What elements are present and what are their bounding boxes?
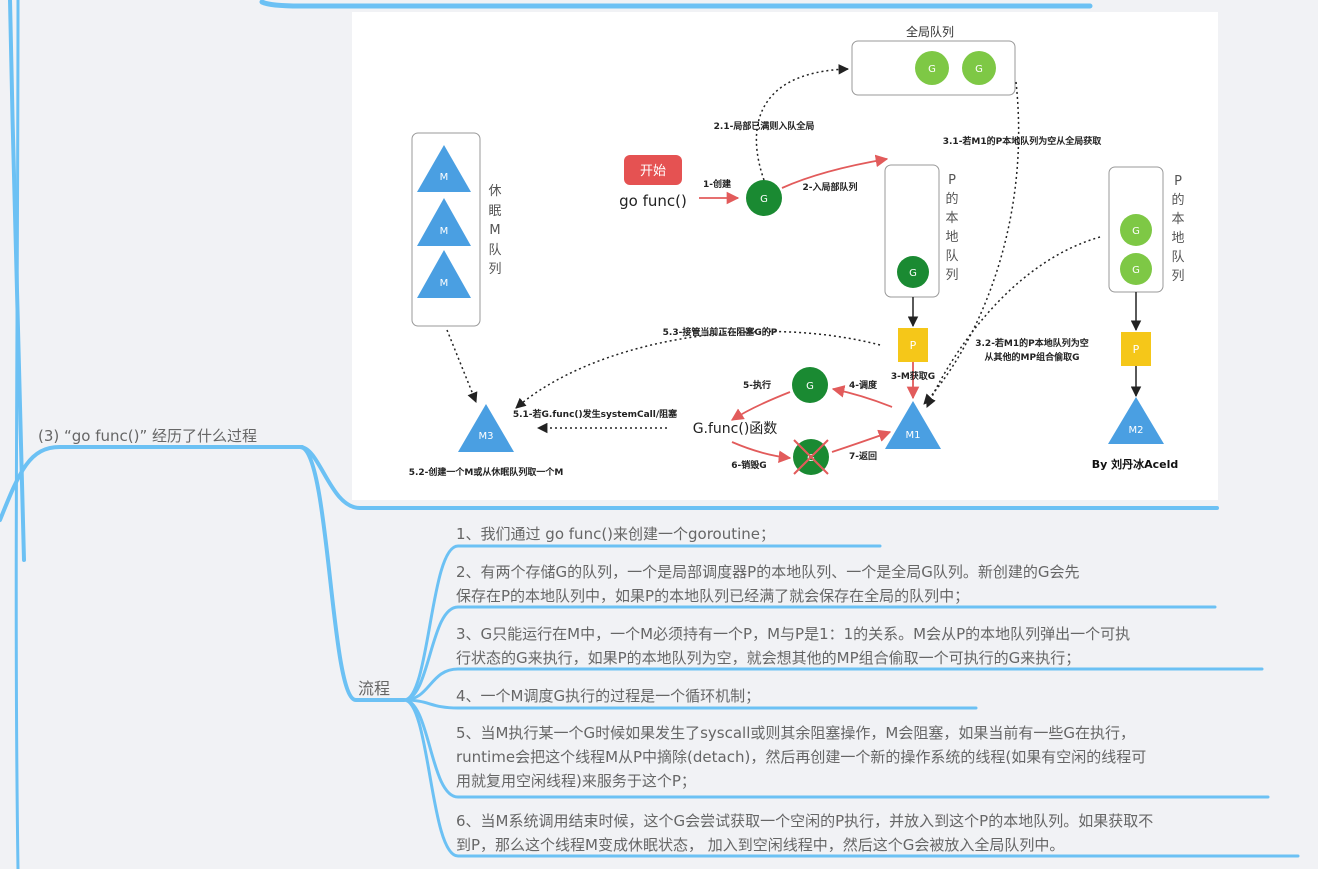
g-local-p1: G — [897, 256, 929, 288]
author-credit: By 刘丹冰Aceld — [1092, 457, 1179, 471]
svg-text:的: 的 — [945, 191, 958, 207]
svg-text:地: 地 — [1171, 231, 1184, 246]
g-global-2: G — [962, 51, 996, 85]
svg-text:G: G — [1132, 265, 1140, 276]
p2-processor: P — [1121, 332, 1151, 366]
gmp-diagram-image[interactable]: 全局队列 G G M M M 休 眠 M 队 列 开始 go func() 1-… — [352, 12, 1218, 500]
svg-text:P: P — [910, 339, 917, 352]
svg-text:P: P — [948, 173, 956, 188]
svg-text:3.2-若M1的P本地队列为空: 3.2-若M1的P本地队列为空 — [975, 337, 1089, 349]
svg-text:2-入局部队列: 2-入局部队列 — [803, 181, 858, 193]
g-global-1: G — [915, 51, 949, 85]
svg-text:P: P — [1174, 174, 1182, 189]
svg-text:M3: M3 — [479, 431, 494, 442]
svg-text:2.1-局部已满则入队全局: 2.1-局部已满则入队全局 — [714, 120, 815, 132]
go-func-label: go func() — [619, 192, 687, 210]
svg-text:从其他的MP组合偷取G: 从其他的MP组合偷取G — [985, 351, 1080, 363]
step-1[interactable]: 1、我们通过 go func()来创建一个goroutine； — [456, 525, 776, 543]
svg-text:队: 队 — [1171, 250, 1184, 265]
start-badge — [624, 155, 682, 185]
svg-text:1-创建: 1-创建 — [703, 178, 732, 190]
m-sleep-2: M — [417, 198, 471, 246]
svg-text:G: G — [909, 268, 917, 279]
svg-text:G: G — [928, 64, 936, 75]
svg-text:G: G — [1132, 226, 1140, 237]
svg-text:M: M — [440, 278, 449, 289]
step-2[interactable]: 2、有两个存储G的队列，一个是局部调度器P的本地队列、一个是全局G队列。新创建的… — [456, 563, 1080, 605]
svg-text:7-返回: 7-返回 — [849, 450, 877, 462]
global-queue-label: 全局队列 — [906, 24, 954, 39]
svg-text:G: G — [760, 194, 768, 205]
connector-topic-sub — [298, 445, 406, 702]
connector-topic — [0, 445, 304, 522]
g-executing: G — [792, 367, 828, 403]
svg-text:3-M获取G: 3-M获取G — [891, 370, 935, 382]
gmp-diagram: 全局队列 G G M M M 休 眠 M 队 列 开始 go func() 1-… — [409, 24, 1185, 478]
g-destroyed: G — [793, 439, 829, 475]
svg-text:本: 本 — [1171, 212, 1184, 227]
p2-local-queue-label: P 的 本 地 队 列 — [1171, 174, 1184, 284]
svg-text:5.2-创建一个M或从休眠队列取一个M: 5.2-创建一个M或从休眠队列取一个M — [409, 466, 564, 478]
step-4[interactable]: 4、一个M调度G执行的过程是一个循环机制； — [456, 687, 761, 705]
step-5[interactable]: 5、当M执行某一个G时候如果发生了syscall或则其余阻塞操作，M会阻塞，如果… — [456, 724, 1147, 790]
svg-text:M1: M1 — [906, 430, 921, 441]
m2-thread: M2 — [1108, 397, 1164, 444]
svg-text:列: 列 — [488, 262, 501, 277]
svg-text:M: M — [489, 223, 500, 238]
svg-text:眠: 眠 — [488, 204, 501, 219]
svg-text:G: G — [807, 453, 815, 464]
svg-text:队: 队 — [488, 243, 501, 258]
svg-text:列: 列 — [945, 268, 958, 283]
svg-text:G: G — [806, 381, 814, 392]
gfunc-label: G.func()函数 — [693, 421, 778, 437]
svg-text:5.3-接管当前正在阻塞G的P: 5.3-接管当前正在阻塞G的P — [663, 326, 778, 338]
svg-text:的: 的 — [1171, 192, 1184, 208]
m-sleep-3: M — [417, 250, 471, 298]
svg-text:队: 队 — [945, 249, 958, 264]
p1-local-queue-label: P 的 本 地 队 列 — [945, 173, 958, 283]
svg-text:M: M — [440, 172, 449, 183]
m3-thread: M3 — [458, 404, 514, 452]
connector-trunk-2 — [14, 0, 20, 869]
sleep-m-queue-label: 休 眠 M 队 列 — [488, 184, 501, 277]
svg-text:G: G — [975, 64, 983, 75]
svg-text:休: 休 — [488, 184, 501, 199]
svg-text:开始: 开始 — [640, 164, 666, 179]
svg-text:M2: M2 — [1129, 425, 1144, 436]
svg-text:3.1-若M1的P本地队列为空从全局获取: 3.1-若M1的P本地队列为空从全局获取 — [943, 135, 1102, 147]
svg-text:列: 列 — [1171, 269, 1184, 284]
svg-text:地: 地 — [945, 230, 958, 245]
svg-text:P: P — [1133, 343, 1140, 356]
m1-thread: M1 — [885, 401, 941, 449]
m-sleep-1: M — [417, 145, 471, 192]
connector-top — [259, 0, 1093, 9]
topic-node[interactable]: (3) “go func()” 经历了什么过程 — [38, 427, 258, 445]
g-local-p2-b: G — [1120, 253, 1152, 285]
svg-text:5-执行: 5-执行 — [743, 379, 771, 391]
g-new: G — [746, 180, 782, 216]
p1-processor: P — [898, 328, 928, 362]
svg-text:5.1-若G.func()发生systemCall/阻塞: 5.1-若G.func()发生systemCall/阻塞 — [513, 408, 678, 420]
step-3[interactable]: 3、G只能运行在M中，一个M必须持有一个P，M与P是1：1的关系。M会从P的本地… — [456, 625, 1131, 667]
g-local-p2-a: G — [1120, 214, 1152, 246]
svg-text:本: 本 — [945, 211, 958, 226]
svg-text:M: M — [440, 226, 449, 237]
svg-text:4-调度: 4-调度 — [849, 379, 878, 391]
step-6[interactable]: 6、当M系统调用结束时候，这个G会尝试获取一个空闲的P执行，并放入到这个P的本地… — [456, 812, 1154, 854]
svg-text:6-销毁G: 6-销毁G — [731, 459, 766, 471]
subtopic-node-process[interactable]: 流程 — [358, 679, 391, 698]
